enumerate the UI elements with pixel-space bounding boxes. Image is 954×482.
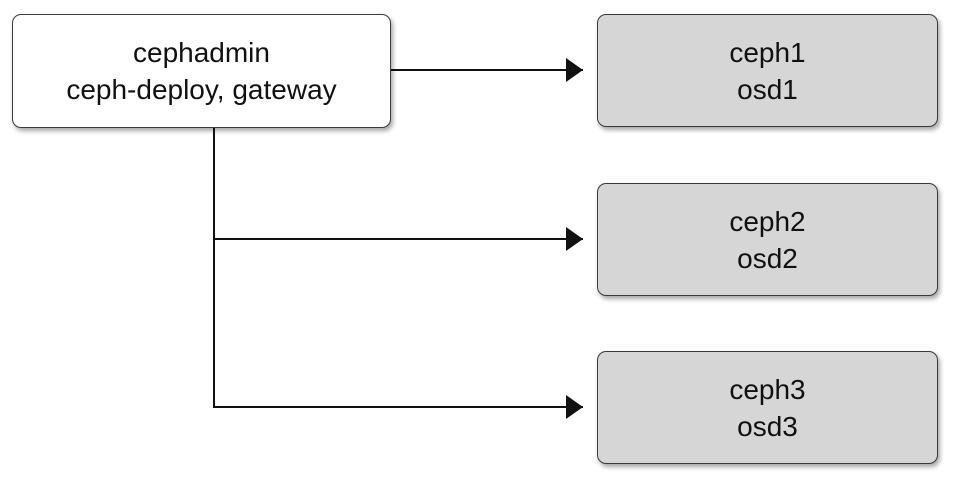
osd-node-ceph2: ceph2 osd2: [597, 183, 938, 296]
osd-node-host: ceph3: [729, 373, 806, 405]
osd-node-ceph3: ceph3 osd3: [597, 351, 938, 464]
arrowhead-ceph2-icon: [566, 227, 583, 251]
admin-node: cephadmin ceph-deploy, gateway: [12, 14, 391, 128]
admin-node-title: cephadmin: [133, 37, 270, 68]
osd-node-ceph1: ceph1 osd1: [597, 14, 938, 127]
arrowhead-ceph1-icon: [566, 58, 583, 82]
osd-node-osd: osd1: [737, 73, 798, 105]
arrowhead-ceph3-icon: [566, 395, 583, 419]
osd-node-osd: osd3: [737, 410, 798, 442]
osd-node-host: ceph2: [729, 205, 806, 237]
osd-node-osd: osd2: [737, 242, 798, 274]
osd-node-host: ceph1: [729, 36, 806, 68]
admin-node-roles: ceph-deploy, gateway: [66, 74, 337, 105]
